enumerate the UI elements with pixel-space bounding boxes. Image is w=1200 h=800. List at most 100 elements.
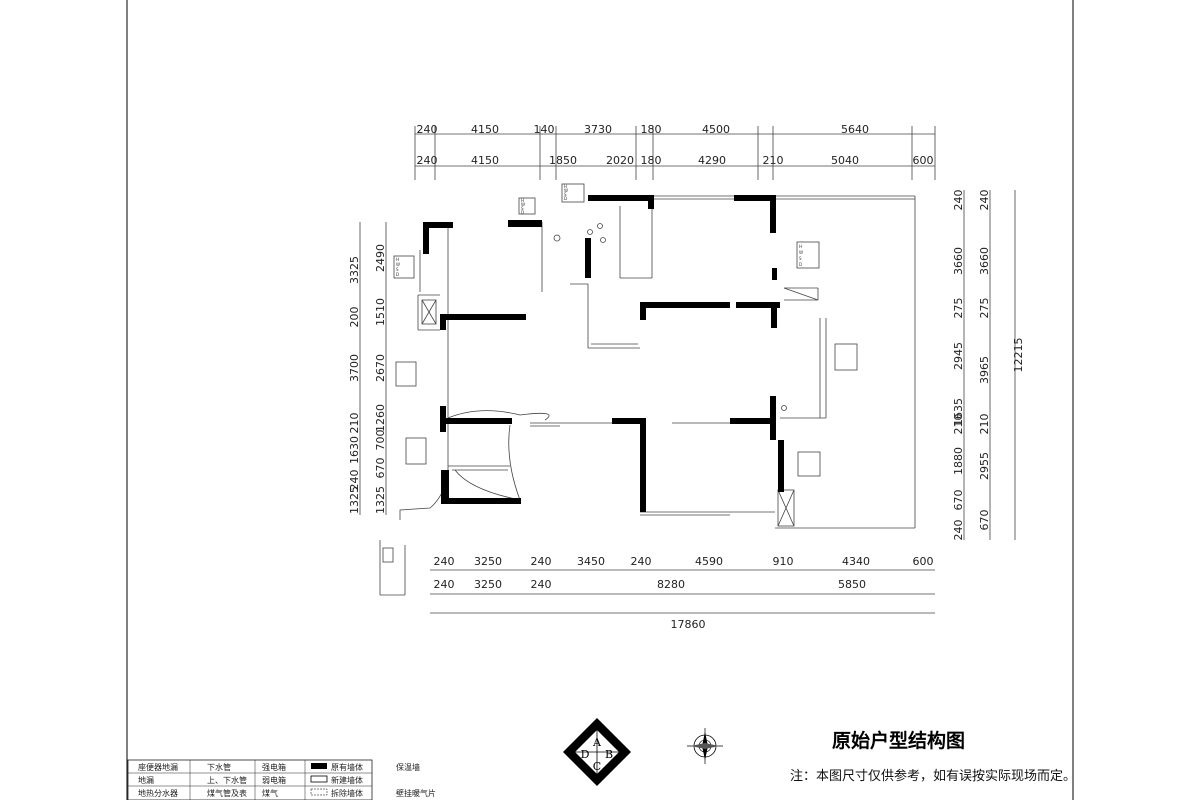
bottom-total-dimension: 17860 — [671, 618, 706, 631]
legend-item: 原有墙体 — [331, 762, 363, 772]
drawing-note: 注：本图尺寸仅供参考，如有误按实际现场而定。 — [790, 768, 1076, 784]
dimension-label: 1880 — [952, 447, 965, 475]
dimension-label: 200 — [348, 307, 361, 328]
dimension-label: 140 — [534, 123, 555, 136]
dimension-label: 240 — [348, 470, 361, 491]
legend-item: 新建墙体 — [331, 775, 363, 785]
dimension-label: 180 — [641, 123, 662, 136]
legend-item: 上、下水管 — [207, 775, 247, 785]
svg-text:S: S — [564, 192, 567, 197]
dimension-label: 210 — [978, 414, 991, 435]
drawing-title: 原始户型结构图 — [832, 729, 965, 752]
dimension-label: 1630 — [348, 436, 361, 464]
dimension-label: 2490 — [374, 244, 387, 272]
dimension-label: 4290 — [698, 154, 726, 167]
compass-letter-d: D — [581, 748, 590, 761]
dimension-label: 210 — [952, 414, 965, 435]
dimension-label: 4590 — [695, 555, 723, 568]
dimension-label: 1850 — [549, 154, 577, 167]
svg-text:W: W — [799, 250, 803, 255]
legend-item: 壁挂暖气片 — [396, 788, 436, 798]
dimension-label: 240 — [417, 154, 438, 167]
svg-text:W: W — [564, 188, 568, 193]
dimension-label: 4340 — [842, 555, 870, 568]
legend-item: 煤气 — [262, 788, 278, 798]
svg-text:H: H — [521, 198, 524, 203]
pipe-symbols — [553, 223, 787, 411]
svg-text:S: S — [396, 267, 399, 272]
original-walls — [423, 195, 784, 512]
dimension-label: 3700 — [348, 354, 361, 382]
dimension-label: 3450 — [577, 555, 605, 568]
dimension-label: 3730 — [584, 123, 612, 136]
legend-item: 座便器地漏 — [138, 762, 178, 772]
north-arrow-icon — [687, 728, 723, 764]
dimension-label: 210 — [348, 413, 361, 434]
legend-item: 下水管 — [207, 762, 231, 772]
svg-text:D: D — [799, 262, 802, 267]
window-spec-table-2: H W S D — [561, 183, 585, 203]
dimension-label: 700 — [374, 430, 387, 451]
svg-text:H: H — [396, 257, 399, 262]
dimension-label: 1510 — [374, 298, 387, 326]
dimension-label: 240 — [531, 578, 552, 591]
svg-text:H: H — [799, 244, 802, 249]
dimension-label: 8280 — [657, 578, 685, 591]
dimension-label: 600 — [913, 555, 934, 568]
legend-item: 地漏 — [138, 775, 154, 785]
dimension-label: 2020 — [606, 154, 634, 167]
svg-text:D: D — [396, 272, 399, 277]
dimension-label: 2955 — [978, 452, 991, 480]
dimension-label: 240 — [417, 123, 438, 136]
svg-text:W: W — [521, 202, 525, 207]
window-spec-table-7 — [405, 437, 427, 465]
building-outline — [379, 195, 916, 596]
svg-text:S: S — [521, 206, 524, 211]
dimension-label: 275 — [978, 298, 991, 319]
dimension-label: 1635 — [952, 398, 965, 426]
window-spec-table-4: H W S D — [796, 241, 820, 269]
dimension-label: 4150 — [471, 154, 499, 167]
dimension-label: 3660 — [978, 247, 991, 275]
dimension-label: 1325 — [374, 486, 387, 514]
dimension-label: 670 — [374, 458, 387, 479]
dimension-label: 670 — [978, 510, 991, 531]
top-dimension-chain: 240 4150 140 3730 180 4500 5640 240 4150 1850 202… — [414, 123, 936, 180]
dimension-label: 5040 — [831, 154, 859, 167]
legend-item: 地热分水器 — [138, 788, 178, 798]
legend-item: 煤气管及表 — [207, 788, 247, 798]
dimension-label: 240 — [434, 555, 455, 568]
window-spec-table-5 — [834, 343, 858, 371]
dimension-label: 910 — [773, 555, 794, 568]
dimension-label: 3250 — [474, 555, 502, 568]
dimension-label: 240 — [631, 555, 652, 568]
dimension-label: 2945 — [952, 342, 965, 370]
dimension-label: 4150 — [471, 123, 499, 136]
legend-item: 强电箱 — [262, 762, 286, 772]
orientation-diamond: A B C D — [563, 718, 631, 786]
legend-item: 拆除墙体 — [331, 788, 363, 798]
right-total-dimension: 12215 — [1012, 338, 1025, 373]
dimension-label: 600 — [913, 154, 934, 167]
dimension-label: 4500 — [702, 123, 730, 136]
svg-text:S: S — [799, 256, 802, 261]
window-spec-table-3: H W S D — [393, 255, 415, 279]
window-spec-table-6 — [395, 361, 417, 387]
dimension-label: 240 — [434, 578, 455, 591]
dimension-label: 240 — [531, 555, 552, 568]
dimension-label: 5640 — [841, 123, 869, 136]
legend-item: 保温墙 — [396, 762, 420, 772]
dimension-label: 1325 — [348, 486, 361, 514]
legend-item: 弱电箱 — [262, 775, 286, 785]
window-spec-table-1: H W S D — [518, 197, 536, 215]
dimension-label: 240 — [978, 190, 991, 211]
dimension-label: 3660 — [952, 247, 965, 275]
dimension-label: 2670 — [374, 354, 387, 382]
dimension-label: 3325 — [348, 256, 361, 284]
compass-letter-b: B — [605, 748, 613, 761]
dimension-label: 180 — [641, 154, 662, 167]
dimension-label: 3250 — [474, 578, 502, 591]
